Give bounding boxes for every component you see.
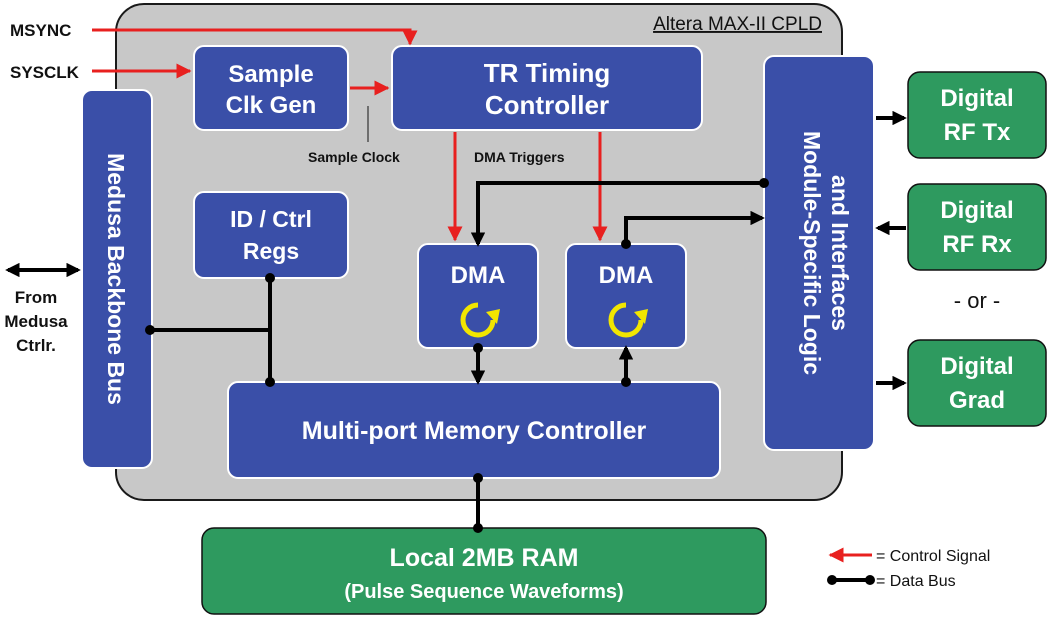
dma-triggers-annotation: DMA Triggers	[474, 149, 565, 165]
dma-left-to-logic-bus	[470, 181, 764, 247]
id-ctrl-regs-block	[193, 191, 349, 279]
rf-tx-label-2: RF Tx	[944, 119, 1011, 146]
backbone-bus-block	[81, 89, 153, 469]
rf-tx-label-1: Digital	[940, 85, 1013, 112]
local-ram-label-1: Local 2MB RAM	[390, 544, 579, 572]
module-logic-block	[763, 55, 875, 451]
id-ctrl-regs-label-1: ID / Ctrl	[230, 206, 312, 232]
rf-rx-label-2: RF Rx	[942, 231, 1012, 258]
cpld-label: Altera MAX-II CPLD	[653, 14, 822, 35]
backbone-bus-label: Medusa Backbone Bus	[103, 153, 129, 405]
rf-rx-label-1: Digital	[940, 197, 1013, 224]
from-ctrlr-label-3: Ctrlr.	[16, 336, 56, 355]
sample-clk-gen-label-2: Clk Gen	[226, 92, 317, 119]
module-logic-label-1: Module-Specific Logic	[799, 131, 825, 375]
legend-control-label: = Control Signal	[876, 548, 990, 565]
rf-tx-block	[907, 71, 1047, 159]
legend: = Control Signal = Data Bus	[827, 547, 990, 590]
sysclk-label: SYSCLK	[10, 63, 80, 82]
dma-right-block	[565, 243, 687, 349]
sample-clock-annotation: Sample Clock	[308, 149, 400, 165]
bus-junction-dots	[145, 178, 769, 533]
local-ram-block	[201, 527, 767, 615]
control-signals	[92, 28, 608, 242]
from-ctrlr-label-1: From	[15, 288, 58, 307]
dma-left-cycle-icon	[460, 302, 500, 338]
rf-rx-block	[907, 183, 1047, 271]
tr-timing-controller-block	[391, 45, 703, 131]
dma-right-to-logic-bus	[624, 210, 765, 244]
tr-timing-label-1: TR Timing	[484, 58, 611, 88]
grad-block	[907, 339, 1047, 427]
dma-right-cycle-icon	[608, 302, 648, 338]
msync-signal	[92, 28, 418, 46]
data-buses	[5, 110, 907, 528]
id-ctrl-regs-label-2: Regs	[243, 238, 299, 264]
msync-label: MSYNC	[10, 21, 71, 40]
sample-clk-gen-label-1: Sample	[228, 61, 313, 88]
local-ram-label-2: (Pulse Sequence Waveforms)	[344, 581, 623, 603]
dma-left-label: DMA	[451, 262, 506, 289]
module-logic-label-2: and Interfaces	[827, 175, 853, 331]
or-text: - or -	[954, 288, 1000, 313]
grad-label-1: Digital	[940, 353, 1013, 380]
dma-left-block	[417, 243, 539, 349]
from-ctrlr-label-2: Medusa	[4, 312, 68, 331]
sample-clk-gen-block	[193, 45, 349, 131]
memory-controller-label: Multi-port Memory Controller	[302, 417, 647, 445]
dma-right-label: DMA	[599, 262, 654, 289]
grad-label-2: Grad	[949, 387, 1005, 414]
tr-timing-label-2: Controller	[485, 90, 609, 120]
legend-data-label: = Data Bus	[876, 573, 956, 590]
